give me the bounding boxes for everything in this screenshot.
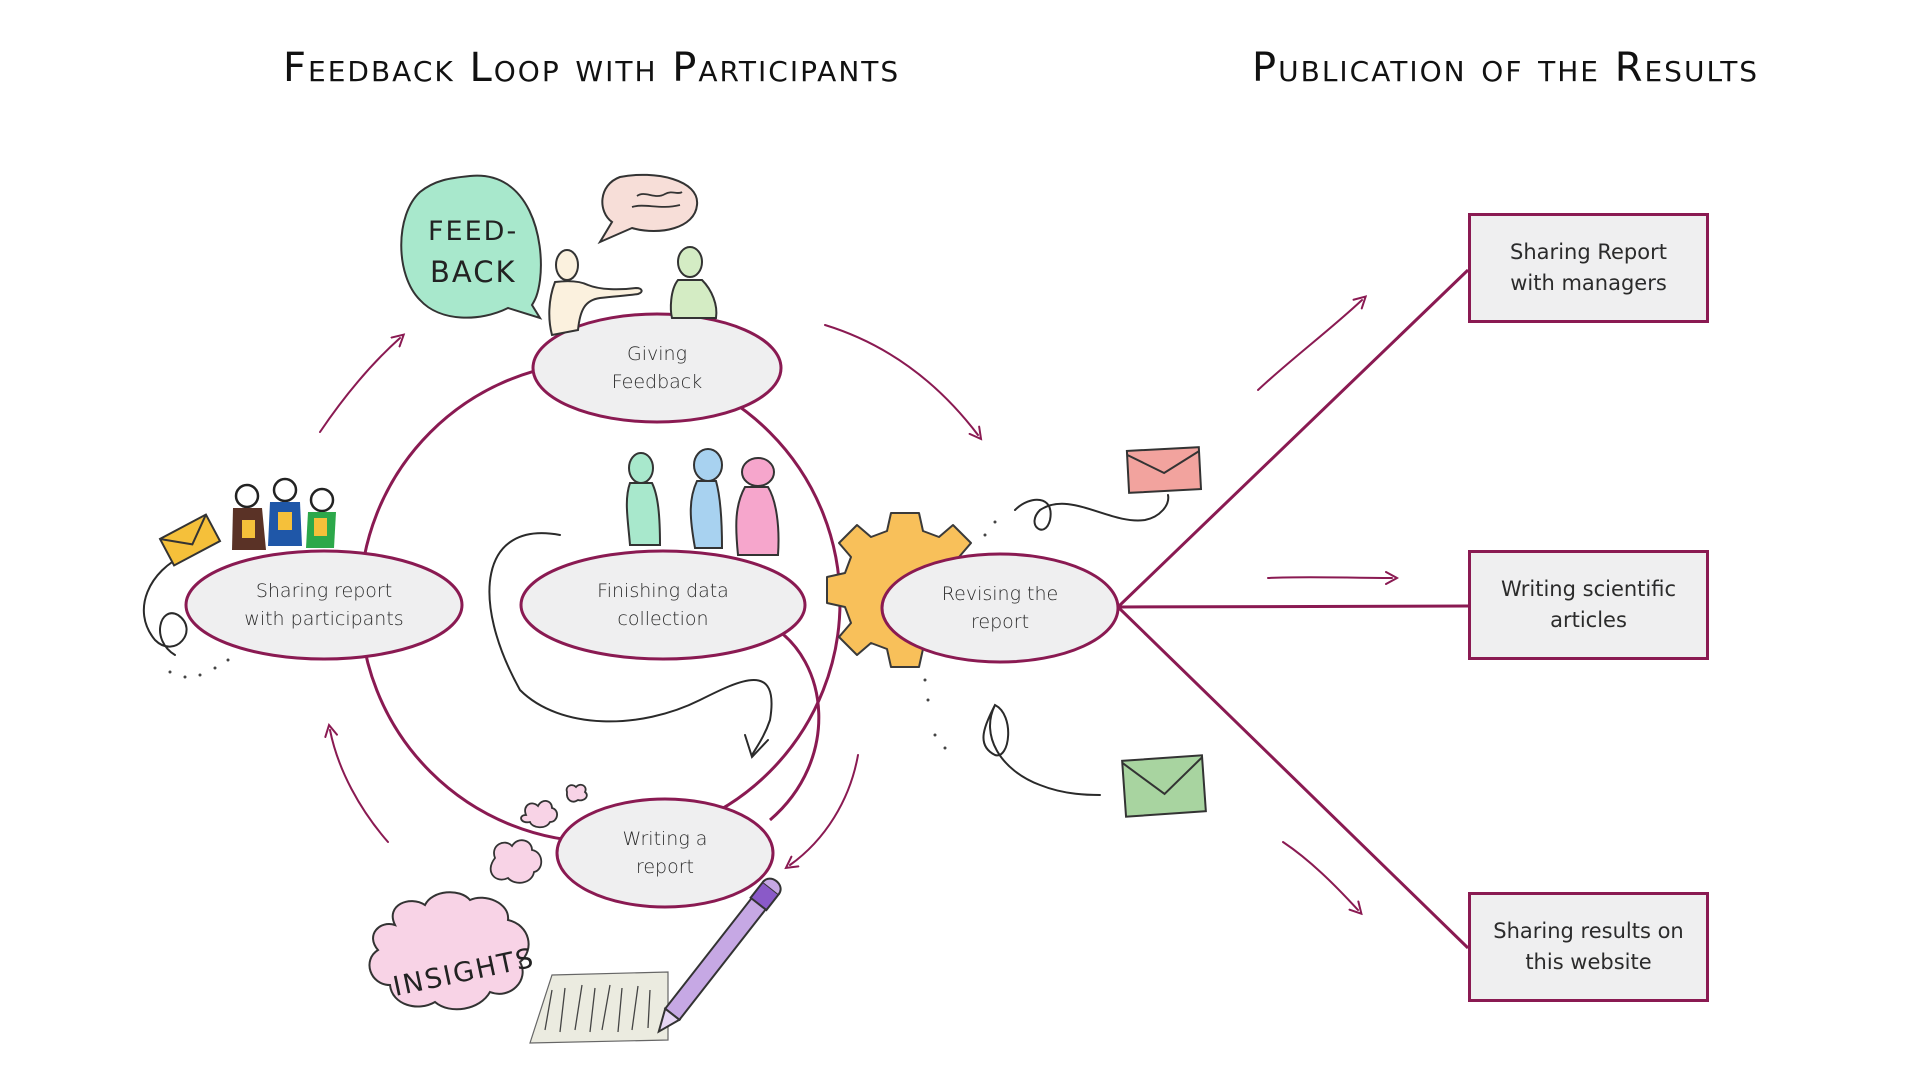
- publication-title: Publication of the Results: [1252, 45, 1760, 91]
- pencil-icon: [657, 877, 782, 1034]
- group-of-people-icon: [625, 448, 780, 556]
- thought-cloud-small-icon: [489, 783, 588, 884]
- node-label-sharing-report-participants[interactable]: Sharing report with participants: [244, 577, 403, 633]
- node-label-line: report: [970, 611, 1030, 633]
- node-giving-feedback[interactable]: [531, 312, 783, 424]
- node-label-line: collection: [617, 608, 709, 630]
- box-writing-scientific-articles[interactable]: Writing scientific articles: [1468, 550, 1709, 660]
- node-label-finishing-data-collection[interactable]: Finishing data collection: [597, 577, 729, 633]
- envelope-icon-pink: [1125, 446, 1203, 494]
- person-listening-icon: [669, 246, 718, 319]
- feedback-speech-bubble-icon: FEED- BACK: [400, 174, 543, 320]
- swirl-arrow-inner: [488, 532, 773, 756]
- node-label-revising-report[interactable]: Revising the report: [942, 580, 1058, 636]
- feedback-loop-title: Feedback Loop with Participants: [283, 45, 901, 91]
- node-label-line: Writing a: [622, 828, 708, 850]
- pub-arrow-bottom: [1282, 841, 1358, 910]
- box-sharing-results-website[interactable]: Sharing results on this website: [1468, 892, 1709, 1002]
- person-giving-feedback-icon: [548, 249, 643, 337]
- node-revising-report[interactable]: [880, 552, 1120, 664]
- loop-arrow-top-right: [824, 324, 978, 435]
- node-label-writing-report[interactable]: Writing a report: [623, 825, 708, 881]
- box-sharing-report-managers[interactable]: Sharing Report with managers: [1468, 213, 1709, 323]
- envelope-icon-green: [1121, 754, 1207, 818]
- connector-to-articles: [1117, 604, 1469, 609]
- swirl-arrow-inner-head: [744, 734, 769, 759]
- box-label: Writing scientific articles: [1500, 577, 1677, 632]
- loop-arrow-top-left: [319, 338, 400, 433]
- scribble-left: [142, 554, 188, 656]
- scribble-right-bottom: [982, 703, 1101, 796]
- box-label: Sharing Report with managers: [1510, 240, 1667, 295]
- dots-decoration: [168, 520, 997, 750]
- connector-to-managers: [1116, 268, 1470, 609]
- node-label-line: Sharing report: [255, 580, 393, 602]
- node-label-line: Giving: [627, 343, 687, 365]
- participants-with-documents-icon: [232, 477, 336, 550]
- speech-bubble-line-1: FEED-: [428, 216, 518, 247]
- loop-arrow-bottom-left: [330, 730, 389, 843]
- speech-bubble-line-2: BACK: [430, 255, 517, 289]
- scribble-right-top: [1014, 494, 1170, 531]
- node-label-line: with participants: [244, 608, 404, 630]
- box-label: Sharing results on this website: [1493, 919, 1684, 974]
- chat-bubble-icon: [597, 173, 699, 245]
- node-label-line: Feedback: [611, 371, 703, 393]
- node-finishing-data-collection[interactable]: [519, 549, 807, 661]
- pub-arrow-middle: [1267, 577, 1392, 578]
- pub-arrow-top: [1257, 300, 1362, 391]
- node-label-line: Finishing data: [597, 580, 729, 602]
- envelope-icon-yellow: [158, 513, 222, 567]
- node-label-line: report: [635, 856, 695, 878]
- node-label-giving-feedback[interactable]: Giving Feedback: [612, 340, 702, 396]
- node-sharing-report-participants[interactable]: [184, 549, 464, 661]
- node-label-line: Revising the: [941, 583, 1059, 605]
- paper-document-icon: [529, 971, 669, 1044]
- inner-loop-connector: [769, 623, 821, 822]
- node-writing-report[interactable]: [555, 797, 775, 909]
- loop-arrow-bottom-right: [790, 754, 859, 865]
- insights-cloud-icon: INSIGHTS: [368, 891, 538, 1011]
- connector-to-website: [1116, 605, 1470, 950]
